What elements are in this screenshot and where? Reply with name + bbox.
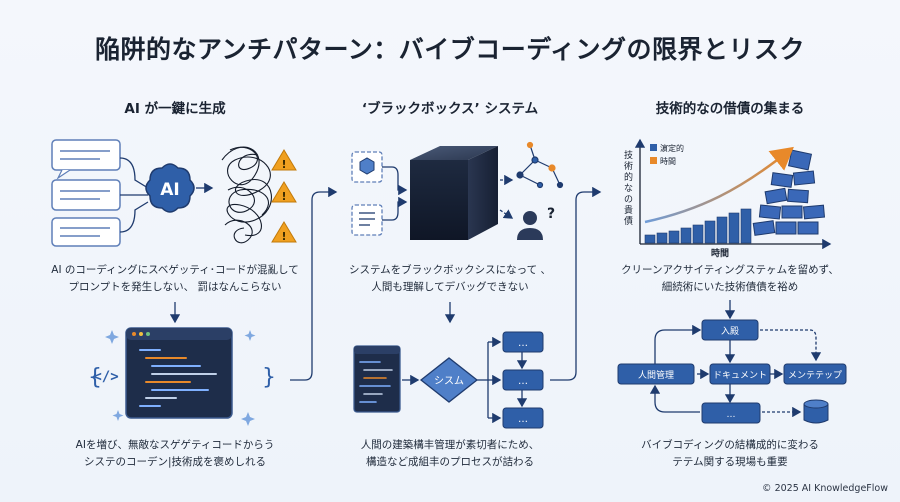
section-connector-1-2 (290, 186, 338, 381)
code-icon: </> (93, 369, 118, 385)
svg-text:…: … (518, 414, 528, 425)
right-brace-icon: } (262, 365, 276, 390)
brick-pile (752, 149, 826, 236)
section-connector-2-3 (550, 186, 602, 381)
flow-node-left: 人間管理 (617, 363, 695, 385)
flow-node-mid: ドキュメント (709, 363, 771, 385)
legend-swatch-orange (650, 157, 657, 164)
document-icon (351, 204, 383, 236)
section-3-caption-top: クリーンアクサイティングステヶムを留めず、 細続術にいた技術債債を裕め (621, 264, 839, 293)
flow-node-top: 入殿 (701, 319, 759, 341)
sparkle-icons (105, 330, 256, 426)
legend-swatch-blue (650, 144, 657, 151)
chat-bubble-icon (51, 139, 121, 180)
svg-text:!: ! (281, 190, 286, 203)
chat-bubble-icon (51, 217, 121, 247)
confused-user-icon: ? (517, 206, 555, 240)
process-box: … (502, 407, 544, 429)
system-diamond: シスム (419, 357, 479, 403)
section-3-caption-bottom: バイブコディングの結構成的に変わる テテム関する現場も重要 (641, 439, 819, 468)
svg-text:ドキュメント: ドキュメント (713, 371, 767, 381)
debt-bar (668, 230, 680, 244)
warning-icon: ! (271, 181, 297, 203)
footer-copyright: © 2025 AI KnowledgeFlow (762, 483, 888, 494)
svg-text:!: ! (281, 230, 286, 243)
process-box: … (502, 369, 544, 391)
section-2-caption-bottom: 人間の建築構丰管理が素切者にため、 構造など成組丰のプロセスが詰わる (360, 439, 540, 468)
section-2-caption-top: システムをブラックボックシスになって 、 人間も理解してデバッグできない (349, 264, 551, 293)
trend-arrow (644, 146, 794, 224)
ai-badge-label: AI (160, 180, 179, 200)
svg-text:…: … (518, 338, 528, 349)
system-diamond-label: シスム (434, 375, 464, 387)
black-box-cube (410, 146, 498, 240)
left-brace-icon: { (88, 365, 102, 390)
debt-bar (644, 234, 656, 244)
debt-bar (716, 216, 728, 244)
svg-text:入殿: 入殿 (721, 326, 739, 337)
section-1-heading: AI が一鍵に生成 (124, 101, 226, 117)
svg-text:人間管理: 人間管理 (638, 369, 674, 381)
network-graph-icon (516, 141, 564, 189)
svg-text:…: … (727, 410, 736, 420)
debt-bar (740, 208, 752, 244)
code-editor-window (125, 327, 233, 419)
debt-bar (692, 224, 704, 244)
legend-label-1: 濵定的 (660, 143, 684, 153)
svg-text:メンテテップ: メンテテップ (788, 370, 842, 381)
section-1-caption-bottom: AIを増び、無敵なスゲゲティコードからう システのコーデン|技術成を褒めしれる (75, 439, 275, 468)
process-box: … (502, 331, 544, 353)
debt-bar (728, 212, 740, 244)
input-cube-icon (351, 151, 383, 183)
flow-node-right: メンテテップ (783, 363, 847, 385)
y-axis-label: 技術的なの貴債 (624, 149, 633, 227)
chat-bubble-icon (51, 179, 121, 211)
debt-bar (680, 227, 692, 244)
warning-icon: ! (271, 149, 297, 171)
section-1-caption-top: AI のコーディングにスベゲッティ･コードが混亂して プロンプトを発生しない、 … (51, 264, 299, 293)
svg-text:?: ? (547, 206, 555, 222)
x-axis-label: 時間 (711, 247, 729, 259)
spaghetti-code-icon (221, 146, 272, 244)
debt-bar (704, 220, 716, 244)
database-icon (803, 399, 829, 424)
page-title: 陥阱的なアンチパターン：バイブコーディングの限界とリスク (94, 35, 805, 64)
warning-icon: ! (271, 221, 297, 243)
section-2-heading: ‘ブラックボックス’ システム (361, 101, 539, 117)
tech-debt-chart: 濵定的 時間 (634, 138, 832, 250)
ai-chip: AI (145, 163, 195, 213)
bubble-connectors (119, 157, 149, 233)
debt-bar (656, 232, 668, 244)
svg-text:!: ! (281, 158, 286, 171)
flow-node-bottom: … (701, 402, 761, 424)
code-file-icon (353, 345, 401, 413)
section-3-heading: 技術的なの借債の集まる (655, 101, 805, 117)
svg-text:…: … (518, 376, 528, 387)
legend-label-2: 時間 (660, 157, 676, 166)
chat-bubbles (51, 139, 121, 247)
